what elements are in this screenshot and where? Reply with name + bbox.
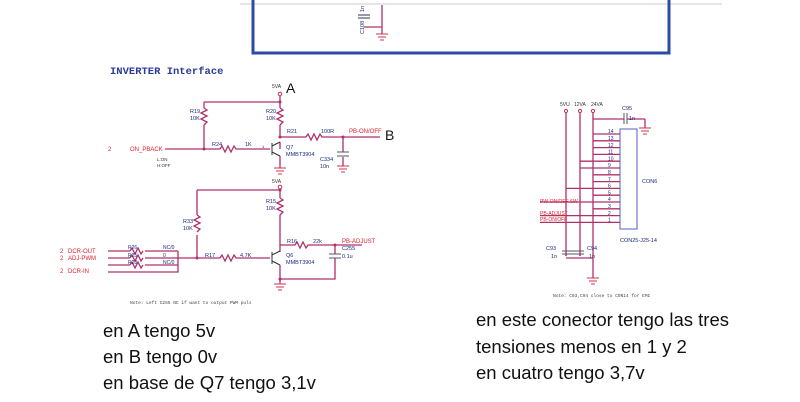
r28-label: R28 — [128, 260, 137, 266]
pin-2: 2 — [108, 147, 112, 153]
pin-number: 13 — [608, 136, 614, 142]
r16-label: R16 — [287, 239, 297, 245]
point-b-label: B — [385, 127, 394, 143]
inverter-note: Note: Left C255 NC if want to output PWM… — [130, 300, 252, 306]
dcr-out-net: DCR-OUT — [68, 249, 96, 255]
r26-label: R26 — [128, 245, 137, 251]
comment-connector-2: tensiones menos en 1 y 2 — [476, 336, 687, 357]
r19-label: R19 — [190, 109, 200, 115]
q6-stage: 5VA R15 10K R33 10K 2 DCR-OUT 2 ADJ-PWM … — [60, 179, 376, 306]
c108-label: C108 — [360, 21, 366, 34]
q6-part: MMBT3904 — [286, 260, 314, 266]
c108-value: 1n — [360, 6, 366, 12]
r26-value: NC/0 — [163, 245, 175, 251]
on-pback-net: ON_PBACK — [130, 147, 163, 153]
c94-value: 1n — [589, 254, 595, 260]
comment-point-a: en A tengo 5v — [103, 320, 216, 341]
section-title: INVERTER Interface — [110, 66, 223, 78]
connector-note: Note: C93,C94 close to CON14 for EMI — [553, 293, 651, 299]
supply-5vu: 5VU — [560, 102, 570, 108]
pin-number: 7 — [608, 177, 611, 183]
base-pin: 1 — [262, 144, 265, 149]
con6-part: CON25-J25-14 — [620, 238, 657, 244]
r33-label: R33 — [183, 219, 193, 225]
dcr-in-pin: 2 — [60, 269, 64, 275]
q6-label: Q6 — [286, 253, 293, 259]
q7-part: MMBT3904 — [286, 152, 314, 158]
top-block-frame — [251, 0, 671, 55]
pb-onoff-net: PB-ON/OFF — [349, 129, 382, 135]
r28-value: NC/0 — [163, 260, 175, 266]
comment-q7-base: en base de Q7 tengo 3,1v — [103, 372, 316, 393]
dcr-in-net: DCR-IN — [68, 269, 89, 275]
supply-24va: 24VA — [591, 102, 604, 108]
c93-value: 1n — [551, 254, 557, 260]
pin-number: 9 — [608, 163, 611, 169]
con6-connector: 5VU 12VA 24VA C95 1n CON6 CON25-J25-14 P… — [540, 102, 657, 299]
c94-label: C94 — [587, 246, 597, 252]
h-off-note: H:OFF — [157, 163, 171, 168]
pin-number: 10 — [608, 156, 614, 162]
r25-label: R25 — [128, 253, 137, 259]
adj-pwm-pin: 2 — [60, 256, 64, 262]
pin-number: 5 — [608, 190, 611, 196]
r21-label: R21 — [287, 129, 297, 135]
r24-value: 1K — [245, 142, 252, 148]
supply-5va-label: 5VA — [272, 84, 282, 90]
r15-value: 10K — [266, 206, 276, 212]
r17-label: R17 — [205, 253, 215, 259]
con6-label: CON6 — [642, 179, 657, 185]
l-on-note: L:ON — [157, 157, 168, 162]
comment-connector-3: en cuatro tengo 3,7v — [476, 362, 645, 383]
q7-stage: 5VA A R19 10K R20 10K R21 100R PB-ON/OFF… — [108, 80, 394, 175]
pin-number: 3 — [608, 204, 611, 210]
c93-label: C93 — [546, 246, 556, 252]
r33-value: 10K — [183, 226, 193, 232]
c95-value: 1n — [629, 116, 635, 122]
c255-label: C255 — [342, 246, 355, 252]
point-a-label: A — [286, 80, 296, 96]
r20-value: 10K — [266, 116, 276, 122]
r21-value: 100R — [321, 129, 334, 135]
pin-number: 14 — [608, 129, 614, 135]
q7-label: Q7 — [286, 145, 293, 151]
pb-onoff-net-con: PB-ON/OFF — [540, 217, 567, 223]
comment-connector-1: en este conector tengo las tres — [476, 309, 729, 330]
adj-pwm-net: ADJ-PWM — [68, 256, 96, 262]
dcr-out-pin: 2 — [60, 249, 64, 255]
supply-12va: 12VA — [574, 102, 587, 108]
r17-value: 4.7K — [240, 253, 252, 259]
c108-capacitor: C108 1n — [358, 5, 388, 41]
pin-number: 4 — [608, 197, 611, 203]
r15-label: R15 — [266, 199, 276, 205]
supply-5va-label-2: 5VA — [272, 179, 282, 185]
pin-number: 11 — [608, 150, 613, 156]
pin-number: 12 — [608, 143, 614, 149]
comment-point-b: en B tengo 0v — [103, 346, 218, 367]
c334-value: 10n — [320, 164, 329, 170]
c255-value: 0.1u — [342, 254, 353, 260]
pin-number: 2 — [608, 211, 611, 217]
pin-number: 6 — [608, 184, 611, 190]
pin-number: 8 — [608, 170, 611, 176]
r25-value: 0 — [163, 253, 166, 259]
r19-value: 10K — [190, 116, 200, 122]
r16-value: 22k — [313, 239, 322, 245]
pb-adjust-net: PB-ADJUST — [342, 239, 376, 245]
pin-number: 1 — [608, 218, 611, 224]
r24-label: R24 — [212, 142, 222, 148]
c95-label: C95 — [622, 106, 632, 112]
r20-label: R20 — [266, 109, 276, 115]
pb-adjust-net-con: PB-ADJUST — [540, 211, 568, 217]
c334-label: C334 — [320, 157, 333, 163]
